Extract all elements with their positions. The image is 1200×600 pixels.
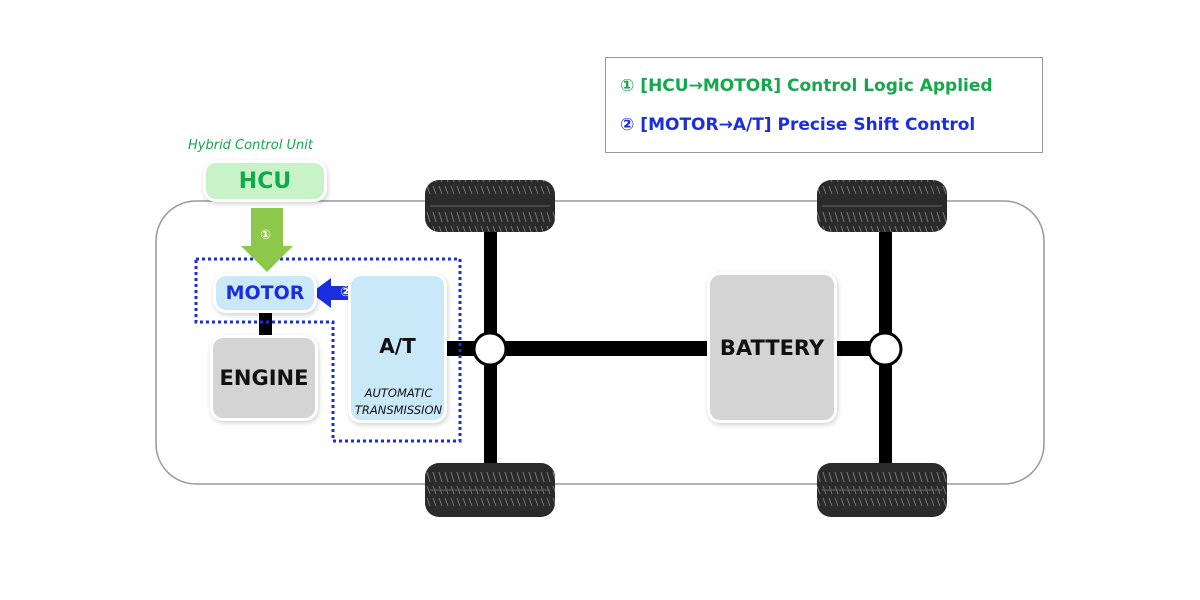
rear-differential bbox=[867, 331, 903, 367]
hcu-box: HCU bbox=[206, 163, 324, 199]
tire-front-left bbox=[425, 180, 555, 232]
motor-box: MOTOR bbox=[216, 276, 314, 310]
legend-box: ① [HCU→MOTOR] Control Logic Applied ② [M… bbox=[605, 57, 1043, 153]
vehicle-body-outline bbox=[155, 200, 1045, 485]
front-differential bbox=[472, 331, 508, 367]
engine-box: ENGINE bbox=[213, 338, 315, 418]
arrow-2-label: ② bbox=[340, 285, 352, 300]
legend-item-2: ② [MOTOR→A/T] Precise Shift Control bbox=[620, 115, 976, 135]
legend-item-1: ① [HCU→MOTOR] Control Logic Applied bbox=[620, 76, 993, 96]
hybrid-module-outline bbox=[194, 257, 462, 443]
at-label: A/T bbox=[379, 334, 416, 358]
tire-rear-left bbox=[817, 180, 947, 232]
motor-engine-link bbox=[259, 308, 272, 340]
tire-front-right bbox=[425, 463, 555, 517]
arrow-1-label: ① bbox=[260, 228, 272, 243]
at-sub-label-2: TRANSMISSION bbox=[354, 403, 443, 417]
hcu-caption: Hybrid Control Unit bbox=[188, 138, 313, 153]
at-box: A/T AUTOMATIC TRANSMISSION bbox=[351, 276, 444, 420]
tire-rear-right bbox=[817, 463, 947, 517]
at-sub-label-1: AUTOMATIC bbox=[364, 386, 433, 400]
hcu-to-motor-arrow bbox=[241, 208, 293, 272]
battery-box: BATTERY bbox=[710, 275, 834, 420]
